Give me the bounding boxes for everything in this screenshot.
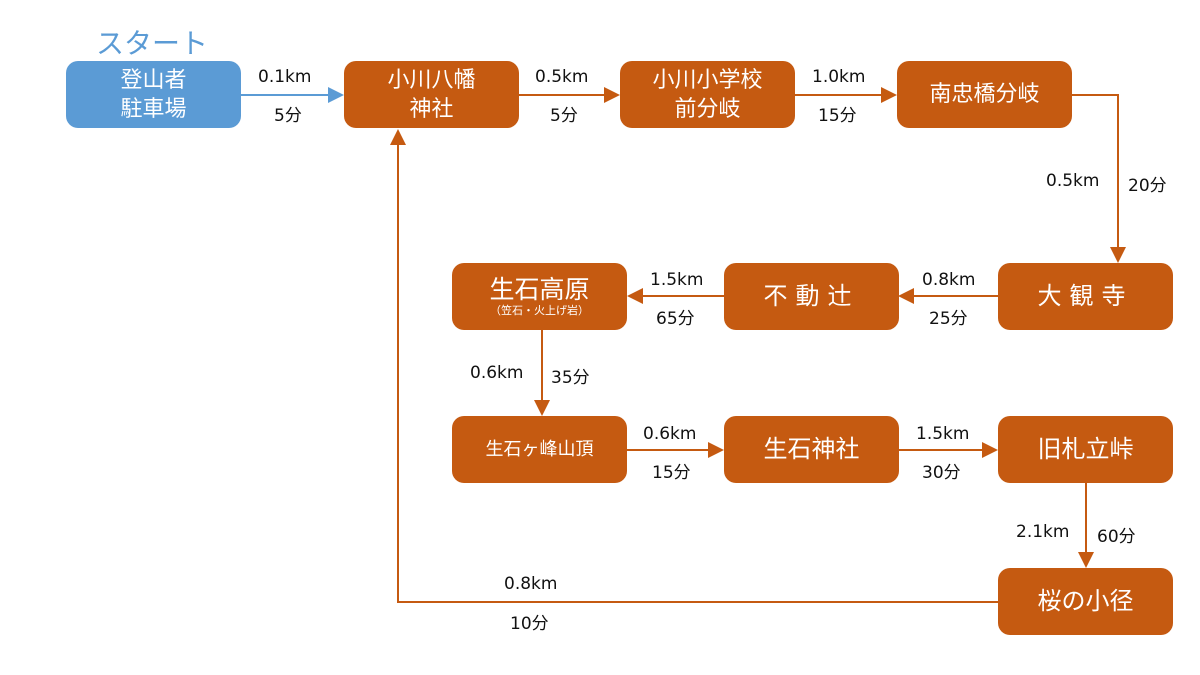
node-oishi-kogen: 生石高原（笠石・火上げ岩） xyxy=(452,263,627,330)
node-label: 生石高原 xyxy=(489,275,590,304)
node-ogawa-hachiman: 小川八幡神社 xyxy=(344,61,519,128)
edge-time: 5分 xyxy=(274,106,302,126)
edge-time: 60分 xyxy=(1097,527,1136,547)
edge-time: 15分 xyxy=(652,463,691,483)
edge-time: 65分 xyxy=(656,309,695,329)
node-label: 生石神社 xyxy=(763,435,860,463)
arrow-nanchu-to-daikanji xyxy=(1071,94,1126,263)
edge-distance: 1.5km xyxy=(650,270,704,290)
node-label: 大観寺 xyxy=(1037,282,1134,310)
edge-distance: 0.5km xyxy=(535,67,589,87)
node-oishi-jinja: 生石神社 xyxy=(724,416,899,483)
edge-distance: 0.8km xyxy=(922,270,976,290)
node-label: 不動辻 xyxy=(763,282,860,310)
edge-distance: 0.6km xyxy=(470,363,524,383)
edge-time: 5分 xyxy=(550,106,578,126)
node-nanchu-bridge: 南忠橋分岐 xyxy=(897,61,1072,128)
node-parking: 登山者駐車場 xyxy=(66,61,241,128)
node-label: 駐車場 xyxy=(120,96,187,122)
edge-distance: 2.1km xyxy=(1016,522,1070,542)
node-sublabel: （笠石・火上げ岩） xyxy=(490,304,589,317)
node-ogawa-school: 小川小学校前分岐 xyxy=(620,61,795,128)
edge-distance: 0.1km xyxy=(258,67,312,87)
edge-distance: 0.6km xyxy=(643,424,697,444)
node-label: 桜の小径 xyxy=(1037,587,1134,615)
edge-time: 20分 xyxy=(1128,176,1167,196)
node-label: 登山者 xyxy=(120,67,187,93)
node-label: 神社 xyxy=(409,96,454,122)
node-label: 旧札立峠 xyxy=(1037,435,1134,463)
edge-time: 30分 xyxy=(922,463,961,483)
node-label: 南忠橋分岐 xyxy=(929,82,1040,107)
edge-time: 35分 xyxy=(551,368,590,388)
edge-time: 15分 xyxy=(818,106,857,126)
node-label: 前分岐 xyxy=(674,96,741,122)
node-oishigamine-summit: 生石ヶ峰山頂 xyxy=(452,416,627,483)
node-label: 小川八幡 xyxy=(387,67,476,93)
node-daikanji: 大観寺 xyxy=(998,263,1173,330)
arrow-sakura-to-hachiman xyxy=(390,129,998,603)
edge-distance: 1.5km xyxy=(916,424,970,444)
start-heading: スタート xyxy=(96,27,209,60)
node-kyu-fudatate-pass: 旧札立峠 xyxy=(998,416,1173,483)
edge-distance: 0.5km xyxy=(1046,171,1100,191)
edge-time: 25分 xyxy=(929,309,968,329)
node-label: 小川小学校 xyxy=(652,67,763,93)
node-label: 生石ヶ峰山頂 xyxy=(485,439,594,460)
edge-time: 10分 xyxy=(510,614,549,634)
edge-distance: 0.8km xyxy=(504,574,558,594)
node-fudotsuji: 不動辻 xyxy=(724,263,899,330)
node-sakura-path: 桜の小径 xyxy=(998,568,1173,635)
edge-distance: 1.0km xyxy=(812,67,866,87)
